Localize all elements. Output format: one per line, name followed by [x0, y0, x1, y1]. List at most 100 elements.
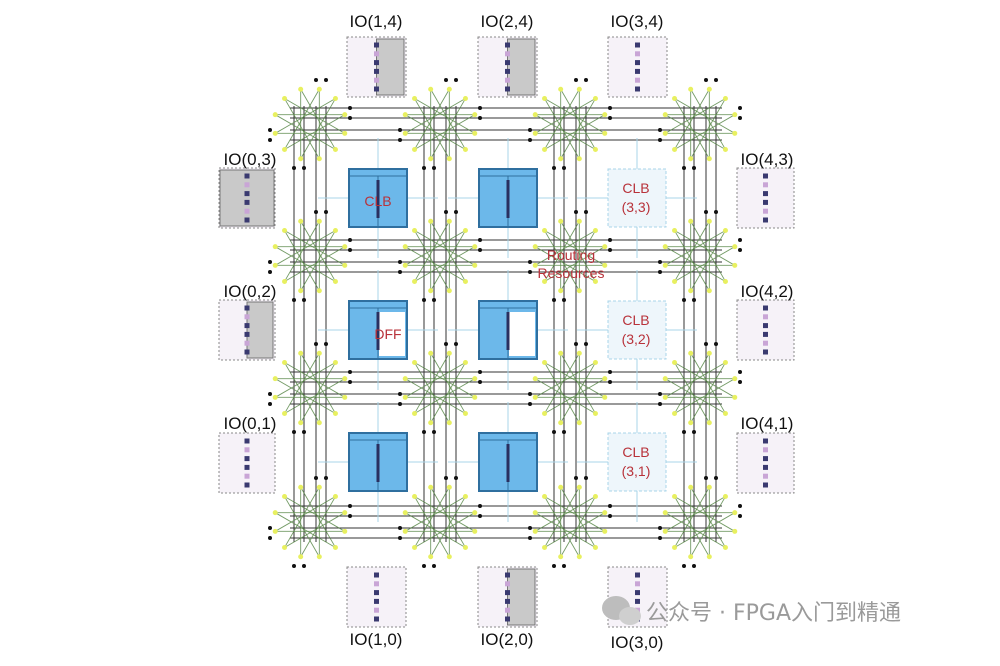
switch-point [542, 360, 548, 366]
switch-point [298, 554, 304, 560]
switch-wire [430, 353, 466, 414]
switch-wire [544, 362, 580, 423]
switch-point [282, 494, 288, 500]
switch-point [412, 544, 418, 550]
switch-point [472, 376, 478, 382]
track-arrow [608, 514, 612, 518]
switch-point [342, 262, 348, 268]
switch-point [462, 228, 468, 234]
io-pin [635, 86, 640, 92]
switch-point [342, 510, 348, 516]
switch-point [428, 156, 434, 162]
switch-point [402, 262, 408, 268]
switch-wire [430, 230, 466, 291]
switch-point [472, 130, 478, 136]
switch-point [472, 394, 478, 400]
switch-point [542, 544, 548, 550]
switch-point [446, 554, 452, 560]
switch-wire [275, 246, 336, 282]
switch-wire [430, 362, 466, 423]
track-arrow [324, 342, 328, 346]
switch-point [592, 544, 598, 550]
track-arrow [398, 402, 402, 406]
track-arrow [398, 260, 402, 264]
track-arrow [574, 78, 578, 82]
switch-wire [665, 362, 726, 398]
track-arrow [738, 370, 742, 374]
switch-point [576, 156, 582, 162]
track-arrow [608, 504, 612, 508]
switch-wire [690, 362, 726, 423]
track-arrow [422, 430, 426, 434]
watermark: 公众号 · FPGA入门到精通 [646, 601, 901, 626]
switch-point [332, 360, 338, 366]
track-arrow [562, 564, 566, 568]
io-pin [763, 323, 768, 329]
io-pin [244, 323, 250, 329]
track-arrow [658, 138, 662, 142]
io-pin [763, 447, 768, 453]
switch-point [706, 420, 712, 426]
switch-point [576, 288, 582, 294]
switch-point [412, 146, 418, 152]
switch-point [576, 350, 582, 356]
clb-block [348, 300, 408, 360]
switch-point [332, 146, 338, 152]
switch-wire [414, 230, 475, 266]
io-pin [763, 438, 768, 444]
switch-wire [674, 246, 735, 282]
track-arrow [348, 106, 352, 110]
switch-point [662, 130, 668, 136]
switch-point [722, 228, 728, 234]
switch-wire [690, 221, 726, 282]
switch-wire [560, 89, 596, 150]
track-arrow [292, 298, 296, 302]
switch-point [662, 262, 668, 268]
switch-point [462, 494, 468, 500]
io-pin [505, 598, 510, 604]
switch-point [532, 528, 538, 534]
io-pin [244, 473, 250, 479]
switch-wire [674, 496, 735, 532]
switch-wire [674, 378, 735, 414]
switch-wire [275, 496, 336, 532]
io-pin [505, 42, 510, 48]
switch-point [402, 528, 408, 534]
switch-point [732, 130, 738, 136]
switch-wire [284, 98, 320, 159]
io-label-bottom-3: IO(3,0) [611, 633, 664, 652]
switch-point [706, 218, 712, 224]
track-arrow [478, 514, 482, 518]
switch-wire [690, 230, 726, 291]
switch-point [402, 376, 408, 382]
wechat-icon [602, 596, 641, 625]
io-pin [374, 581, 379, 587]
io-pin [244, 447, 250, 453]
switch-point [662, 112, 668, 118]
io-pin [635, 68, 640, 74]
switch-point [542, 278, 548, 284]
track-arrow [478, 380, 482, 384]
io-pin [505, 51, 510, 57]
switch-point [342, 376, 348, 382]
switch-point [672, 96, 678, 102]
switch-wire [544, 114, 605, 150]
switch-wire [674, 114, 735, 150]
io-pin [244, 464, 250, 470]
track-arrow [714, 210, 718, 214]
clb31-label-1: CLB [622, 444, 649, 460]
track-arrow [478, 238, 482, 242]
switch-point [446, 86, 452, 92]
io-blocks [218, 36, 795, 628]
switch-point [402, 510, 408, 516]
switch-wire [414, 221, 450, 282]
switch-wire [414, 487, 450, 548]
track-arrow [528, 270, 532, 274]
switch-point [272, 376, 278, 382]
track-arrow [584, 342, 588, 346]
io-block [218, 299, 276, 361]
io-pin [635, 42, 640, 48]
track-arrow [682, 298, 686, 302]
switch-point [446, 218, 452, 224]
track-arrow [444, 476, 448, 480]
